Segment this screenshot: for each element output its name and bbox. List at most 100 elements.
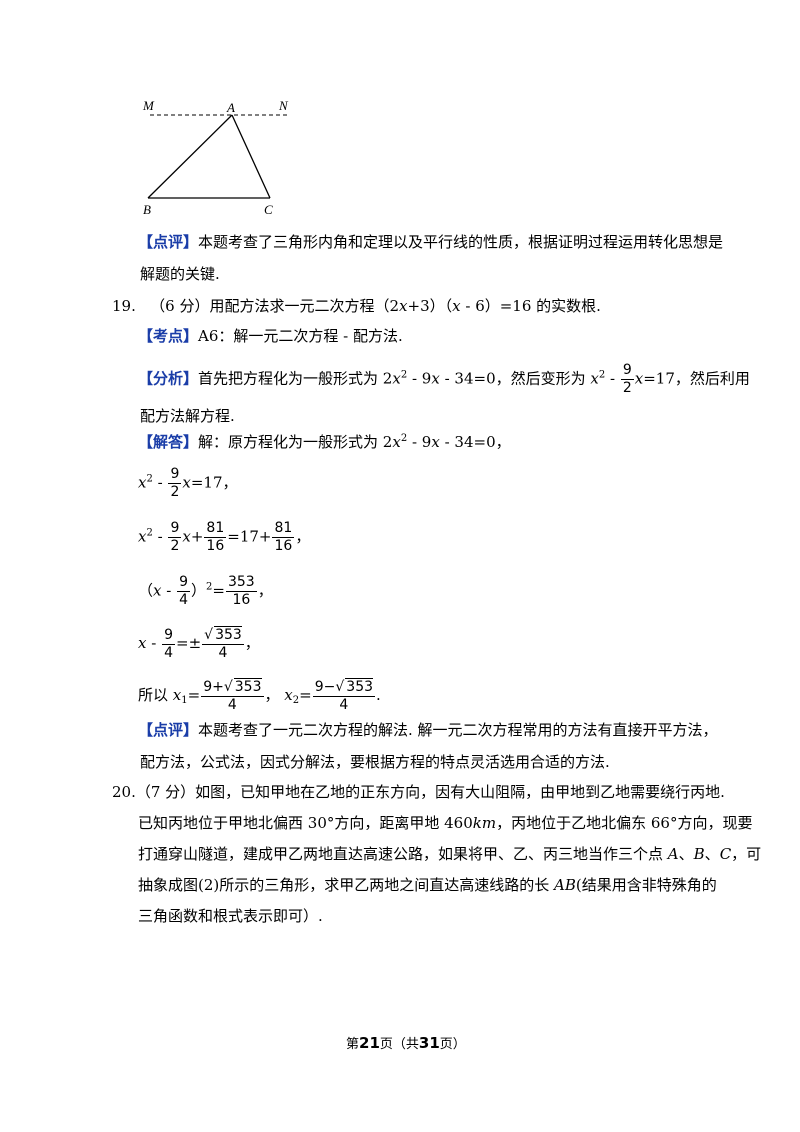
exponent: 2 [400, 369, 408, 381]
var-x: x [182, 473, 191, 492]
comma: ， [257, 581, 273, 600]
var-x: x [399, 297, 408, 315]
var-x: x [153, 581, 162, 600]
var-x: x [431, 369, 440, 388]
fenxi-line2: 配方法解方程. [140, 407, 235, 425]
minus: - [152, 527, 168, 546]
therefore: 所以 [138, 686, 173, 704]
var-x: x [284, 686, 293, 704]
equals-17: =17， [190, 473, 238, 492]
label-b: B [143, 202, 151, 217]
var-x: x [172, 686, 182, 704]
exponent: 2 [206, 581, 213, 593]
footer-text: 第 [346, 1037, 360, 1052]
paren: ） [191, 581, 207, 600]
minus: - [152, 473, 168, 492]
question-text: - 6）=16 的实数根. [460, 297, 601, 315]
var-x: x [182, 527, 191, 546]
q20-line1: （7 分）如图，已知甲地在乙地的正东方向，因有大山阻隔，由甲地到乙地需要绕行丙地… [135, 783, 725, 801]
comment-19-line2: 配方法，公式法，因式分解法，要根据方程的特点灵活选用合适的方法. [140, 753, 610, 771]
segment-ab: AB [554, 876, 576, 894]
comment-19-line1: 本题考查了一元二次方程的解法. 解一元二次方程常用的方法有直接开平方法， [198, 721, 718, 739]
plus: + [190, 527, 204, 546]
label-a: A [226, 100, 235, 115]
subscript: 1 [181, 695, 188, 706]
side-ac [231, 114, 271, 199]
var-x: x [590, 369, 599, 388]
question-number: 19. [112, 297, 136, 315]
comment-tag: 【点评】 [138, 721, 199, 739]
q20-text: 已知丙地位于甲地北偏西 30°方向，距离甲地 460 [138, 814, 473, 832]
fenxi-text: - 34=0，然后变形为 [439, 369, 591, 388]
var-x: x [138, 527, 147, 546]
q20-text: ，可 [731, 845, 762, 863]
exponent: 2 [598, 369, 606, 381]
equals: = [299, 686, 312, 704]
fenxi-text: - [605, 369, 620, 388]
equals: =17+ [227, 527, 272, 546]
q20-text: ，丙地位于乙地北偏东 66°方向，现要 [496, 814, 753, 832]
jieda-text: - 34=0， [439, 433, 511, 451]
var-x: x [634, 369, 644, 388]
label-m: M [142, 98, 155, 113]
total-pages: 31 [418, 1034, 440, 1052]
comma: ， [295, 527, 311, 546]
sqrt-icon: √ [223, 679, 233, 695]
fenxi-text: 首先把方程化为一般形式为 2 [198, 369, 393, 388]
jieda-tag: 【解答】 [138, 433, 199, 451]
unit-km: km [472, 814, 497, 832]
var-x: x [431, 433, 440, 451]
question-text: +3）（ [407, 297, 453, 315]
footer-text: 页（共 [379, 1037, 419, 1052]
page-footer: 第21页（共31页） [346, 1033, 466, 1052]
equals: = [187, 686, 201, 704]
q20-text: (结果用含非特殊角的 [575, 876, 717, 894]
sqrt-icon: √ [335, 679, 345, 695]
point-a: A [667, 845, 679, 863]
footer-text: 页） [439, 1037, 466, 1052]
comma: ， [264, 686, 280, 704]
side-ab [147, 114, 233, 199]
equals: = [212, 581, 225, 600]
point-c: C [719, 845, 732, 863]
triangle-figure: M A N B C [142, 98, 290, 217]
var-x: x [138, 473, 147, 492]
fenxi-tag: 【分析】 [138, 369, 199, 388]
jieda-text: - 9 [407, 433, 432, 451]
minus: - [161, 581, 177, 600]
q20-text: 、 [704, 845, 720, 863]
kaodian-tag: 【考点】 [138, 327, 199, 345]
subscript: 2 [292, 695, 300, 706]
label-c: C [264, 202, 273, 217]
var-x: x [452, 297, 461, 315]
page-number: 21 [359, 1034, 380, 1052]
q20-text: 抽象成图(2)所示的三角形，求甲乙两地之间直达高速线路的长 [138, 876, 555, 894]
var-x: x [392, 369, 401, 388]
exponent: 2 [146, 473, 153, 485]
var-x: x [392, 433, 401, 451]
exponent: 2 [400, 433, 408, 444]
q20-text: 、 [678, 845, 694, 863]
fenxi-text: =17，然后利用 [643, 369, 750, 388]
q20-text: 打通穿山隧道，建成甲乙两地直达高速公路，如果将甲、乙、丙三地当作三个点 [138, 845, 668, 863]
comment-18-line1: 本题考查了三角形内角和定理以及平行线的性质，根据证明过程运用转化思想是 [198, 233, 724, 251]
sqrt-icon: √ [204, 627, 214, 643]
period: . [376, 686, 381, 704]
question-text: （6 分）用配方法求一元二次方程（2 [150, 297, 400, 315]
label-n: N [278, 98, 289, 113]
minus: - [146, 634, 162, 652]
kaodian-text: A6：解一元二次方程 - 配方法. [198, 327, 403, 345]
paren: （ [138, 581, 154, 600]
equals-pm: =± [176, 634, 202, 652]
var-x: x [138, 634, 147, 652]
fenxi-text: - 9 [407, 369, 432, 388]
